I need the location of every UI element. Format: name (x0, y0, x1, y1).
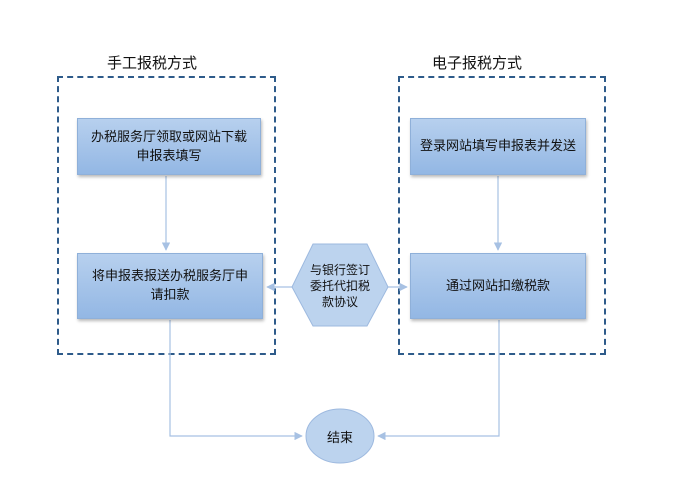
end-node (305, 408, 375, 464)
manual-to-end-arrow (169, 320, 303, 441)
manual-method-title: 手工报税方式 (107, 54, 198, 72)
agreement-label: 与银行签订委托代扣税款协议 (309, 263, 370, 309)
electronic-step-2-box: 通过网站扣缴税款 (410, 253, 586, 319)
electronic-method-title: 电子报税方式 (432, 54, 523, 72)
end-label: 结束 (326, 430, 353, 446)
electronic-method-frame (398, 76, 606, 355)
manual-step-1-box: 办税服务厅领取或网站下载申报表填写 (77, 118, 261, 175)
electronic-to-end-arrow (377, 320, 500, 441)
manual-step-2-box: 将申报表报送办税服务厅申请扣款 (77, 253, 263, 319)
electronic-step-1-box: 登录网站填写申报表并发送 (410, 118, 586, 175)
agreement-hexagon (291, 243, 389, 327)
manual-method-frame (57, 76, 276, 355)
